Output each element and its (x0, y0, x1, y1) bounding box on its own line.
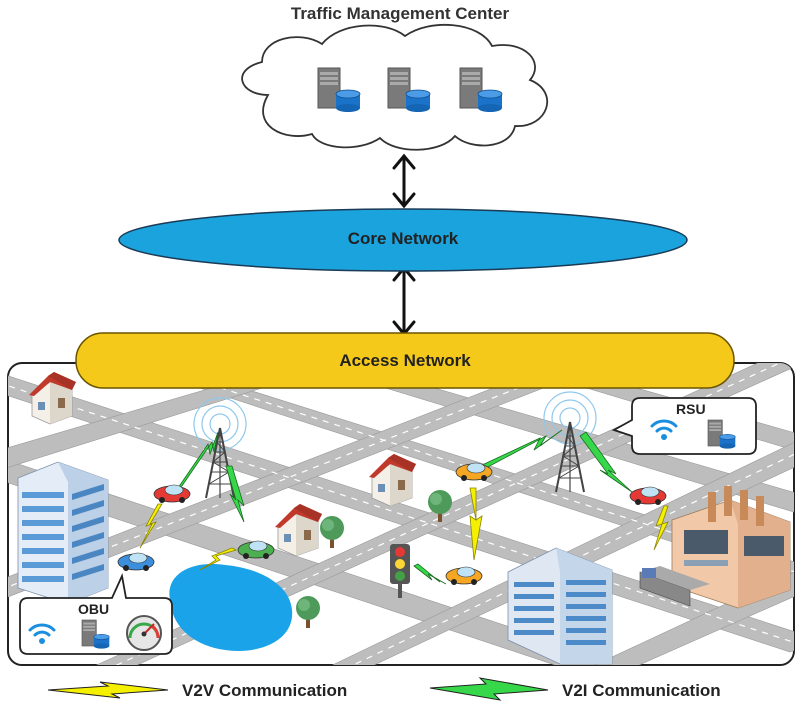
radio-tower-icon (193, 397, 247, 499)
legend-v2v-label: V2V Communication (182, 681, 348, 700)
v2v-links (139, 487, 669, 571)
building-icon (17, 461, 109, 605)
access-network-label: Access Network (339, 351, 471, 370)
core-network-ellipse (118, 208, 688, 272)
city-map (8, 363, 794, 665)
access-network-bar (75, 332, 735, 389)
v2i-links (176, 429, 633, 585)
legend-v2i-bolt (429, 677, 549, 701)
radio-tower-icon (543, 391, 597, 493)
rsu-label: RSU (676, 401, 706, 417)
legend-v2v-bolt (47, 681, 169, 699)
obu-label: OBU (78, 601, 110, 617)
truck-icon (639, 566, 710, 607)
traffic-light-icon (390, 544, 410, 598)
building-icon (507, 547, 613, 665)
cloud-core-arrow (392, 153, 416, 209)
speedometer-icon (126, 615, 162, 651)
core-network-label: Core Network (347, 229, 459, 248)
traffic-center-title: Traffic Management Center (290, 4, 510, 23)
pond-icon (169, 564, 293, 651)
core-access-arrow (392, 265, 416, 337)
legend-v2i-label: V2I Communication (562, 681, 721, 700)
